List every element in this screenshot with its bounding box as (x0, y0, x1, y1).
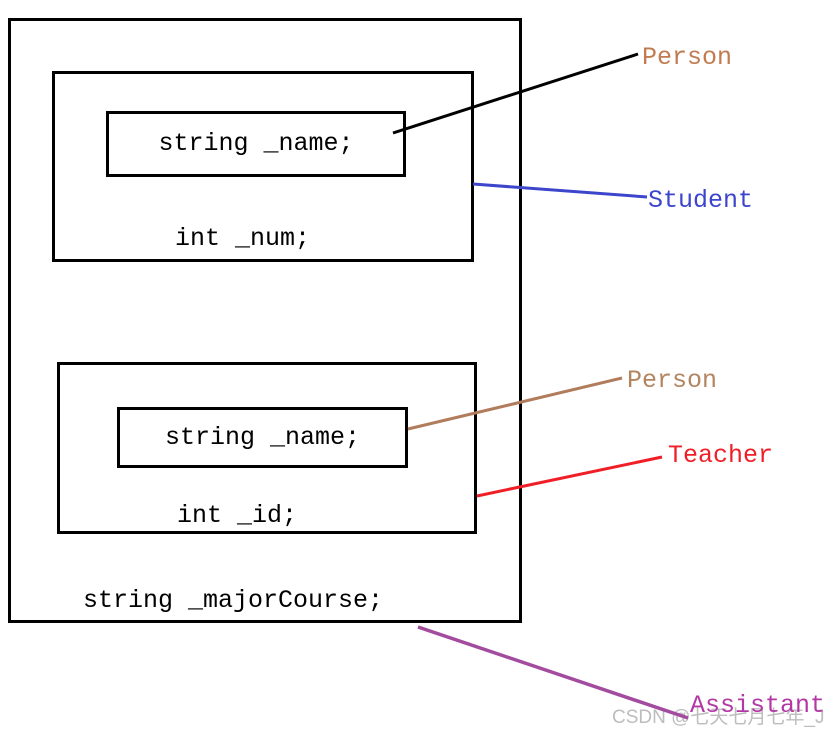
member-int-id: int _id; (177, 501, 298, 530)
teacher-part-box (57, 362, 477, 534)
label-assistant: Assistant (690, 691, 826, 720)
label-person-in-teacher: Person (627, 366, 718, 395)
label-student: Student (648, 186, 754, 215)
member-int-num: int _num; (175, 224, 311, 253)
member-string-name-teacher: string _name; (164, 422, 361, 452)
student-part-box (52, 71, 474, 262)
member-string-majorcourse: string _majorCourse; (83, 586, 384, 615)
person-part-box-in-student: string _name; (106, 111, 406, 177)
label-teacher: Teacher (668, 441, 774, 470)
person-part-box-in-teacher: string _name; (117, 407, 408, 468)
member-string-name-student: string _name; (158, 129, 354, 158)
label-person-in-student: Person (642, 43, 733, 72)
assistant-object-box (8, 18, 522, 623)
leader-line-assistant (417, 625, 689, 720)
